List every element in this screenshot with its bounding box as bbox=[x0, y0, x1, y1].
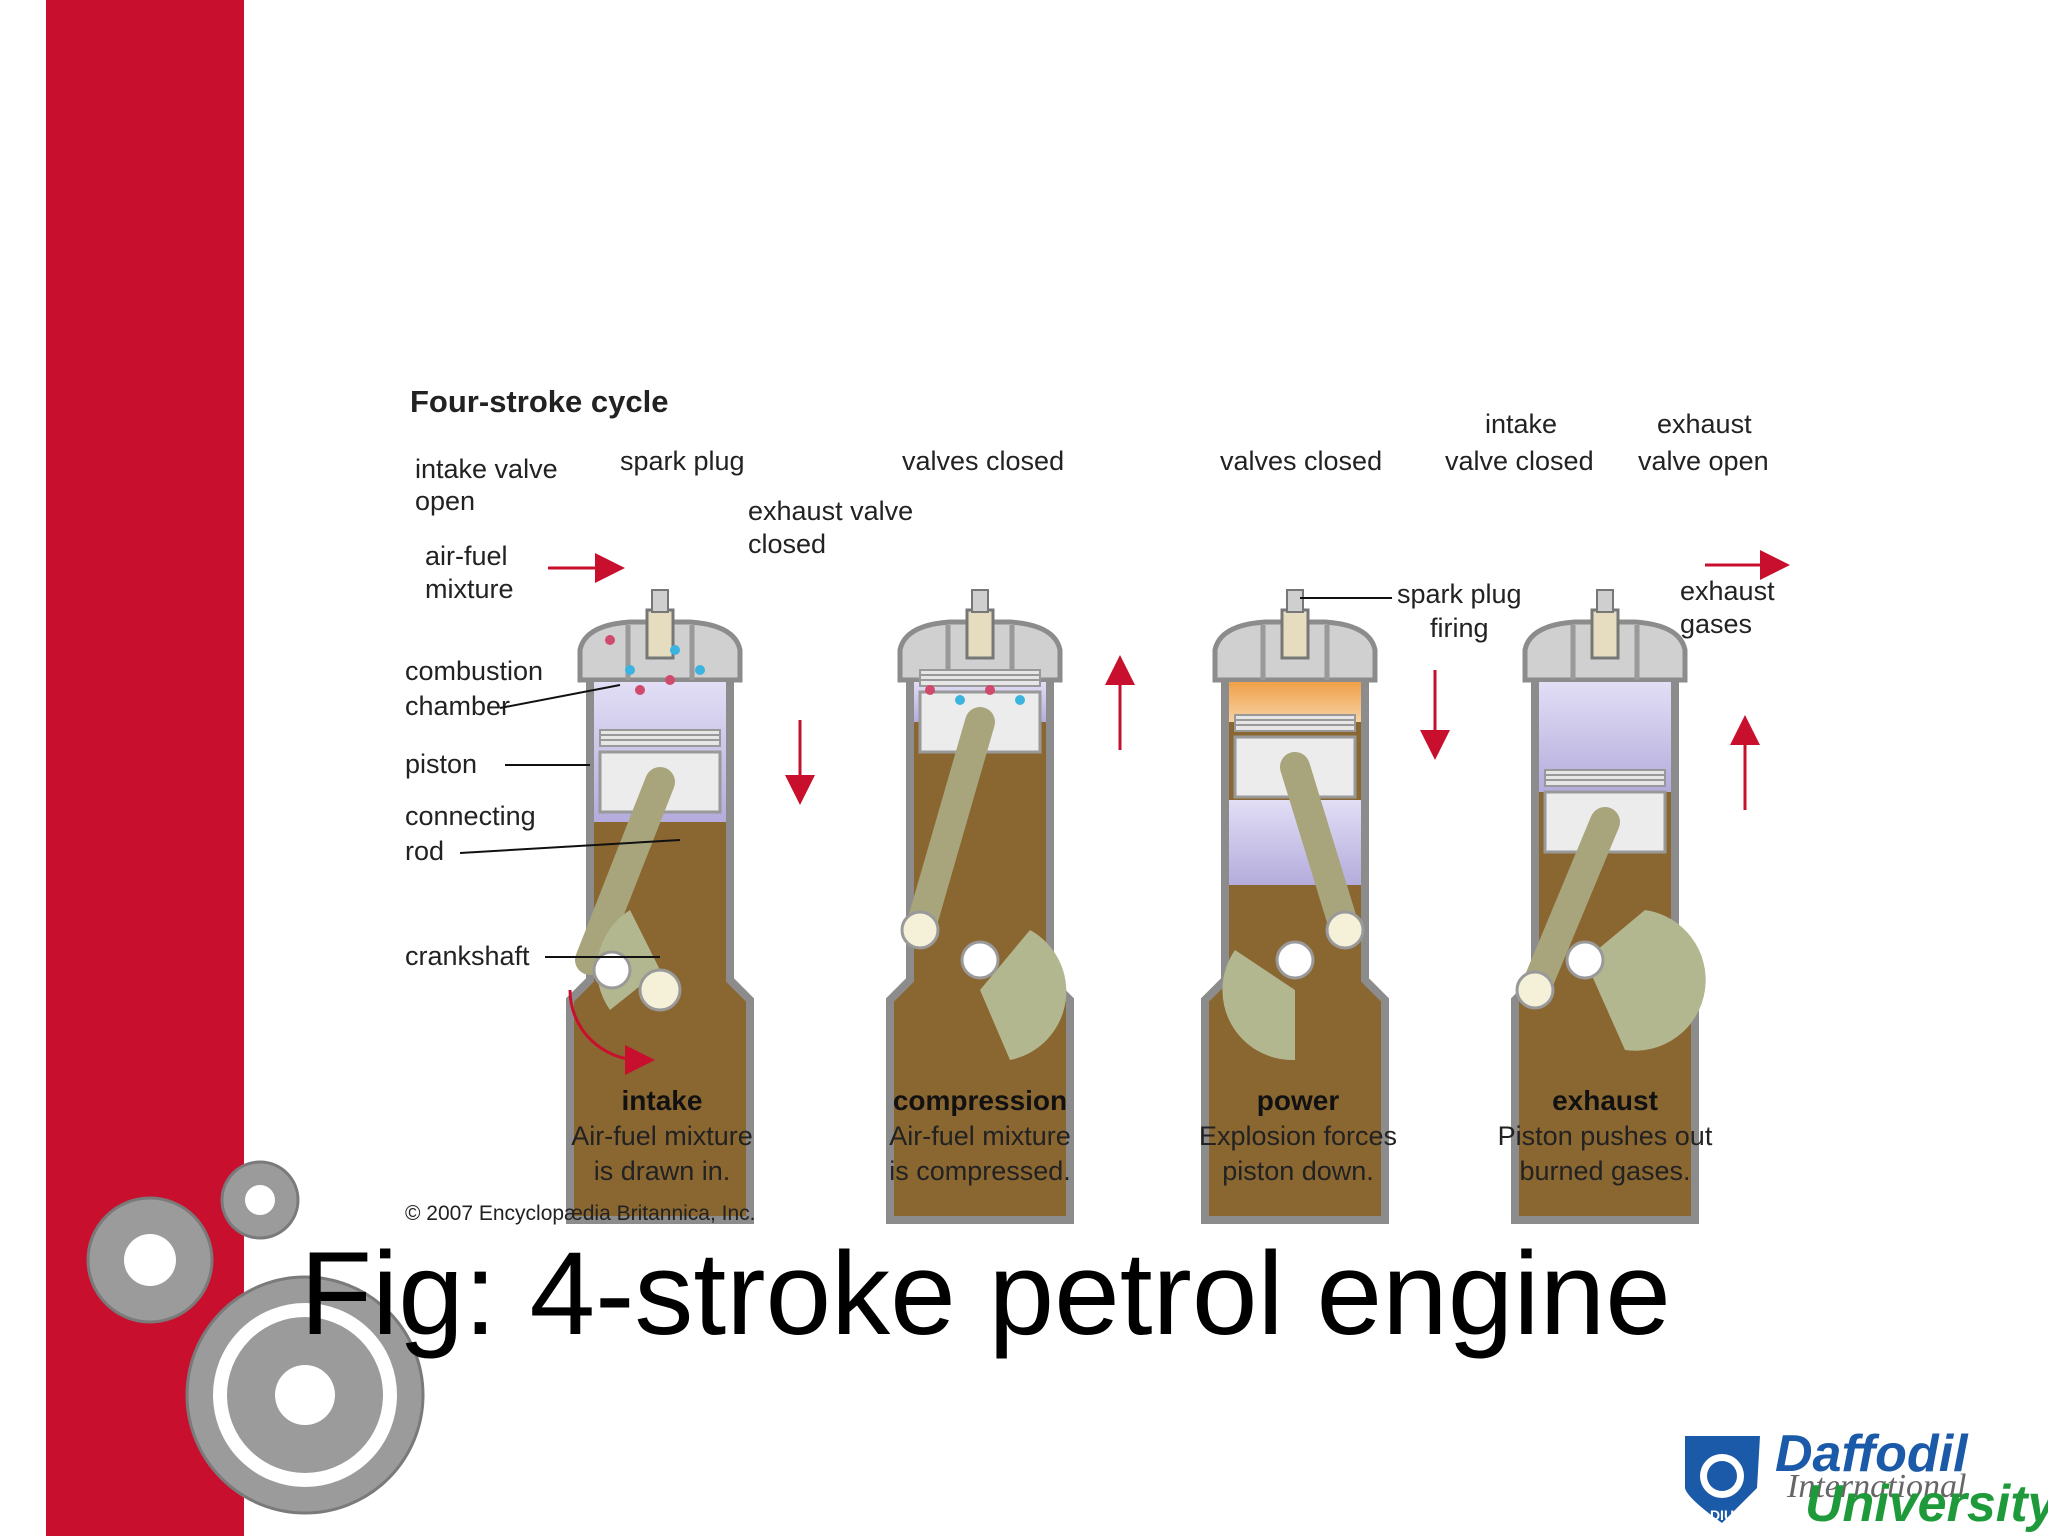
svg-text:crankshaft: crankshaft bbox=[405, 941, 530, 971]
engine-exhaust bbox=[1515, 550, 1790, 1220]
svg-text:Air-fuel mixture: Air-fuel mixture bbox=[889, 1121, 1071, 1151]
engine-compression bbox=[890, 590, 1135, 1220]
svg-text:mixture: mixture bbox=[425, 574, 514, 604]
diu-shield-icon: DIU bbox=[1685, 1436, 1760, 1523]
stroke-intake-caption: intake Air-fuel mixture is drawn in. bbox=[571, 1085, 753, 1186]
copyright-text: © 2007 Encyclopædia Britannica, Inc. bbox=[405, 1202, 756, 1225]
svg-text:burned gases.: burned gases. bbox=[1519, 1156, 1690, 1186]
logo-daffodil-text: Daffodil bbox=[1775, 1425, 1968, 1483]
svg-text:intake: intake bbox=[622, 1085, 703, 1116]
svg-text:DIU: DIU bbox=[1710, 1507, 1734, 1523]
logo-university-text: University bbox=[1805, 1475, 2048, 1533]
svg-text:spark plug: spark plug bbox=[1397, 579, 1522, 609]
svg-text:firing: firing bbox=[1430, 613, 1489, 643]
svg-text:is compressed.: is compressed. bbox=[889, 1156, 1071, 1186]
svg-text:Explosion forces: Explosion forces bbox=[1199, 1121, 1397, 1151]
svg-text:exhaust valve: exhaust valve bbox=[748, 496, 913, 526]
svg-text:piston: piston bbox=[405, 749, 477, 779]
diagram-title: Four-stroke cycle bbox=[410, 384, 668, 419]
engine-power bbox=[1205, 590, 1450, 1220]
svg-text:valve open: valve open bbox=[1638, 446, 1769, 476]
svg-text:is drawn in.: is drawn in. bbox=[594, 1156, 731, 1186]
engine-intake bbox=[570, 590, 815, 1220]
svg-text:exhaust: exhaust bbox=[1552, 1085, 1658, 1116]
svg-text:intake valve: intake valve bbox=[415, 454, 558, 484]
stroke-power-caption: power Explosion forces piston down. bbox=[1199, 1085, 1397, 1186]
svg-text:gases: gases bbox=[1680, 609, 1752, 639]
svg-text:valves closed: valves closed bbox=[1220, 446, 1382, 476]
svg-text:chamber: chamber bbox=[405, 691, 510, 721]
svg-text:closed: closed bbox=[748, 529, 826, 559]
svg-text:connecting: connecting bbox=[405, 801, 536, 831]
svg-text:combustion: combustion bbox=[405, 656, 543, 686]
svg-text:exhaust: exhaust bbox=[1680, 576, 1775, 606]
svg-text:rod: rod bbox=[405, 836, 444, 866]
stroke-compression-caption: compression Air-fuel mixture is compress… bbox=[889, 1085, 1071, 1186]
svg-text:air-fuel: air-fuel bbox=[425, 541, 508, 571]
svg-text:open: open bbox=[415, 486, 475, 516]
svg-text:Piston pushes out: Piston pushes out bbox=[1498, 1121, 1713, 1151]
gears-icon bbox=[86, 1160, 425, 1515]
svg-text:valves closed: valves closed bbox=[902, 446, 1064, 476]
svg-text:valve closed: valve closed bbox=[1445, 446, 1594, 476]
svg-text:Air-fuel mixture: Air-fuel mixture bbox=[571, 1121, 753, 1151]
svg-text:intake: intake bbox=[1485, 409, 1557, 439]
svg-text:exhaust: exhaust bbox=[1657, 409, 1752, 439]
stroke-exhaust-caption: exhaust Piston pushes out burned gases. bbox=[1498, 1085, 1713, 1186]
svg-text:spark plug: spark plug bbox=[620, 446, 745, 476]
university-logo: DIU Daffodil International University bbox=[1675, 1425, 2048, 1530]
svg-text:piston down.: piston down. bbox=[1222, 1156, 1374, 1186]
logo-international-text: International bbox=[1787, 1468, 1967, 1505]
figure-caption: Fig: 4-stroke petrol engine bbox=[300, 1228, 1671, 1360]
svg-text:power: power bbox=[1257, 1085, 1340, 1116]
svg-text:compression: compression bbox=[893, 1085, 1067, 1116]
four-stroke-diagram: Four-stroke cycle bbox=[380, 370, 1800, 1240]
